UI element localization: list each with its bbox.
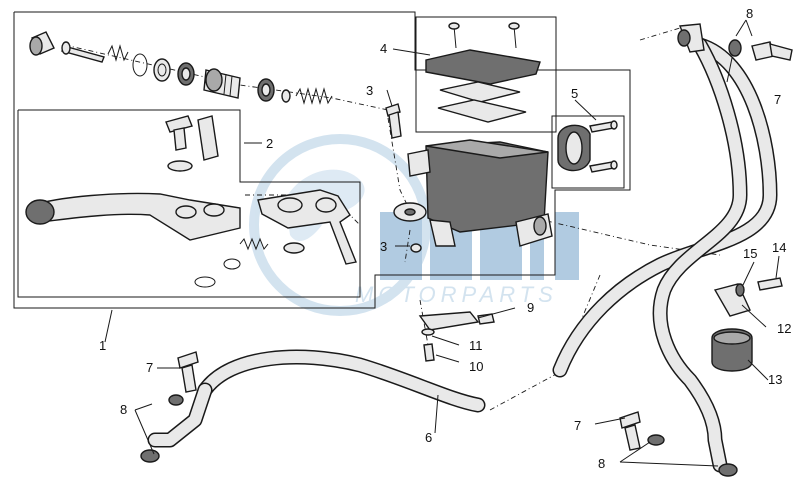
callout-10: 10 (469, 359, 483, 374)
screw-3-upper (385, 103, 402, 139)
lever-assembly (25, 115, 357, 288)
callout-labels: 1 2 3 3 4 5 6 7 7 7 8 8 9 10 11 12 13 14… (99, 41, 791, 471)
reservoir-cover-group (425, 22, 541, 123)
brake-light-switch-group (418, 311, 495, 362)
callout-7b: 7 (146, 360, 153, 375)
callout-8a: 8 (746, 6, 753, 21)
callout-1: 1 (99, 338, 106, 353)
watermark-globe (249, 134, 431, 316)
callout-15: 15 (743, 246, 757, 261)
push-rod (61, 41, 105, 63)
callout-8b: 8 (120, 402, 127, 417)
return-spring (295, 87, 333, 105)
watermark-text: MOTORPARTS (355, 282, 558, 307)
piston-kit-parts (29, 31, 333, 105)
lever-subframe (17, 109, 361, 298)
callout-8c: 8 (598, 456, 605, 471)
callout-11: 11 (469, 338, 483, 353)
master-cylinder-body (393, 139, 553, 247)
circlip (132, 53, 148, 77)
callout-7c: 7 (574, 418, 581, 433)
clip-bracket-group (711, 277, 783, 372)
callout-12: 12 (777, 321, 791, 336)
brake-hose-right (552, 23, 793, 477)
dust-cap (29, 31, 55, 56)
callout-4: 4 (380, 41, 387, 56)
handlebar-clamp-group (557, 120, 618, 173)
callout-6: 6 (425, 430, 432, 445)
outer-frame (13, 11, 631, 309)
brake-hose-left (140, 349, 486, 463)
screw-3-lower (410, 243, 422, 253)
callout-5: 5 (571, 86, 578, 101)
callout-3b: 3 (380, 239, 387, 254)
cover-subframe (415, 16, 557, 133)
callout-7a: 7 (774, 92, 781, 107)
callout-2: 2 (266, 136, 273, 151)
spring-small (107, 44, 129, 62)
callout-9: 9 (527, 300, 534, 315)
assembly-frames (13, 11, 631, 309)
callout-numbers: 8 (746, 6, 753, 21)
callout-3a: 3 (366, 83, 373, 98)
spacer (281, 89, 291, 103)
piston (203, 68, 241, 99)
clamp-subframe (551, 115, 625, 189)
leader-lines (104, 19, 780, 467)
cup-seal (257, 78, 275, 102)
callout-13: 13 (768, 372, 782, 387)
callout-14: 14 (772, 240, 786, 255)
seal-ring (177, 62, 195, 86)
washer (153, 58, 171, 82)
